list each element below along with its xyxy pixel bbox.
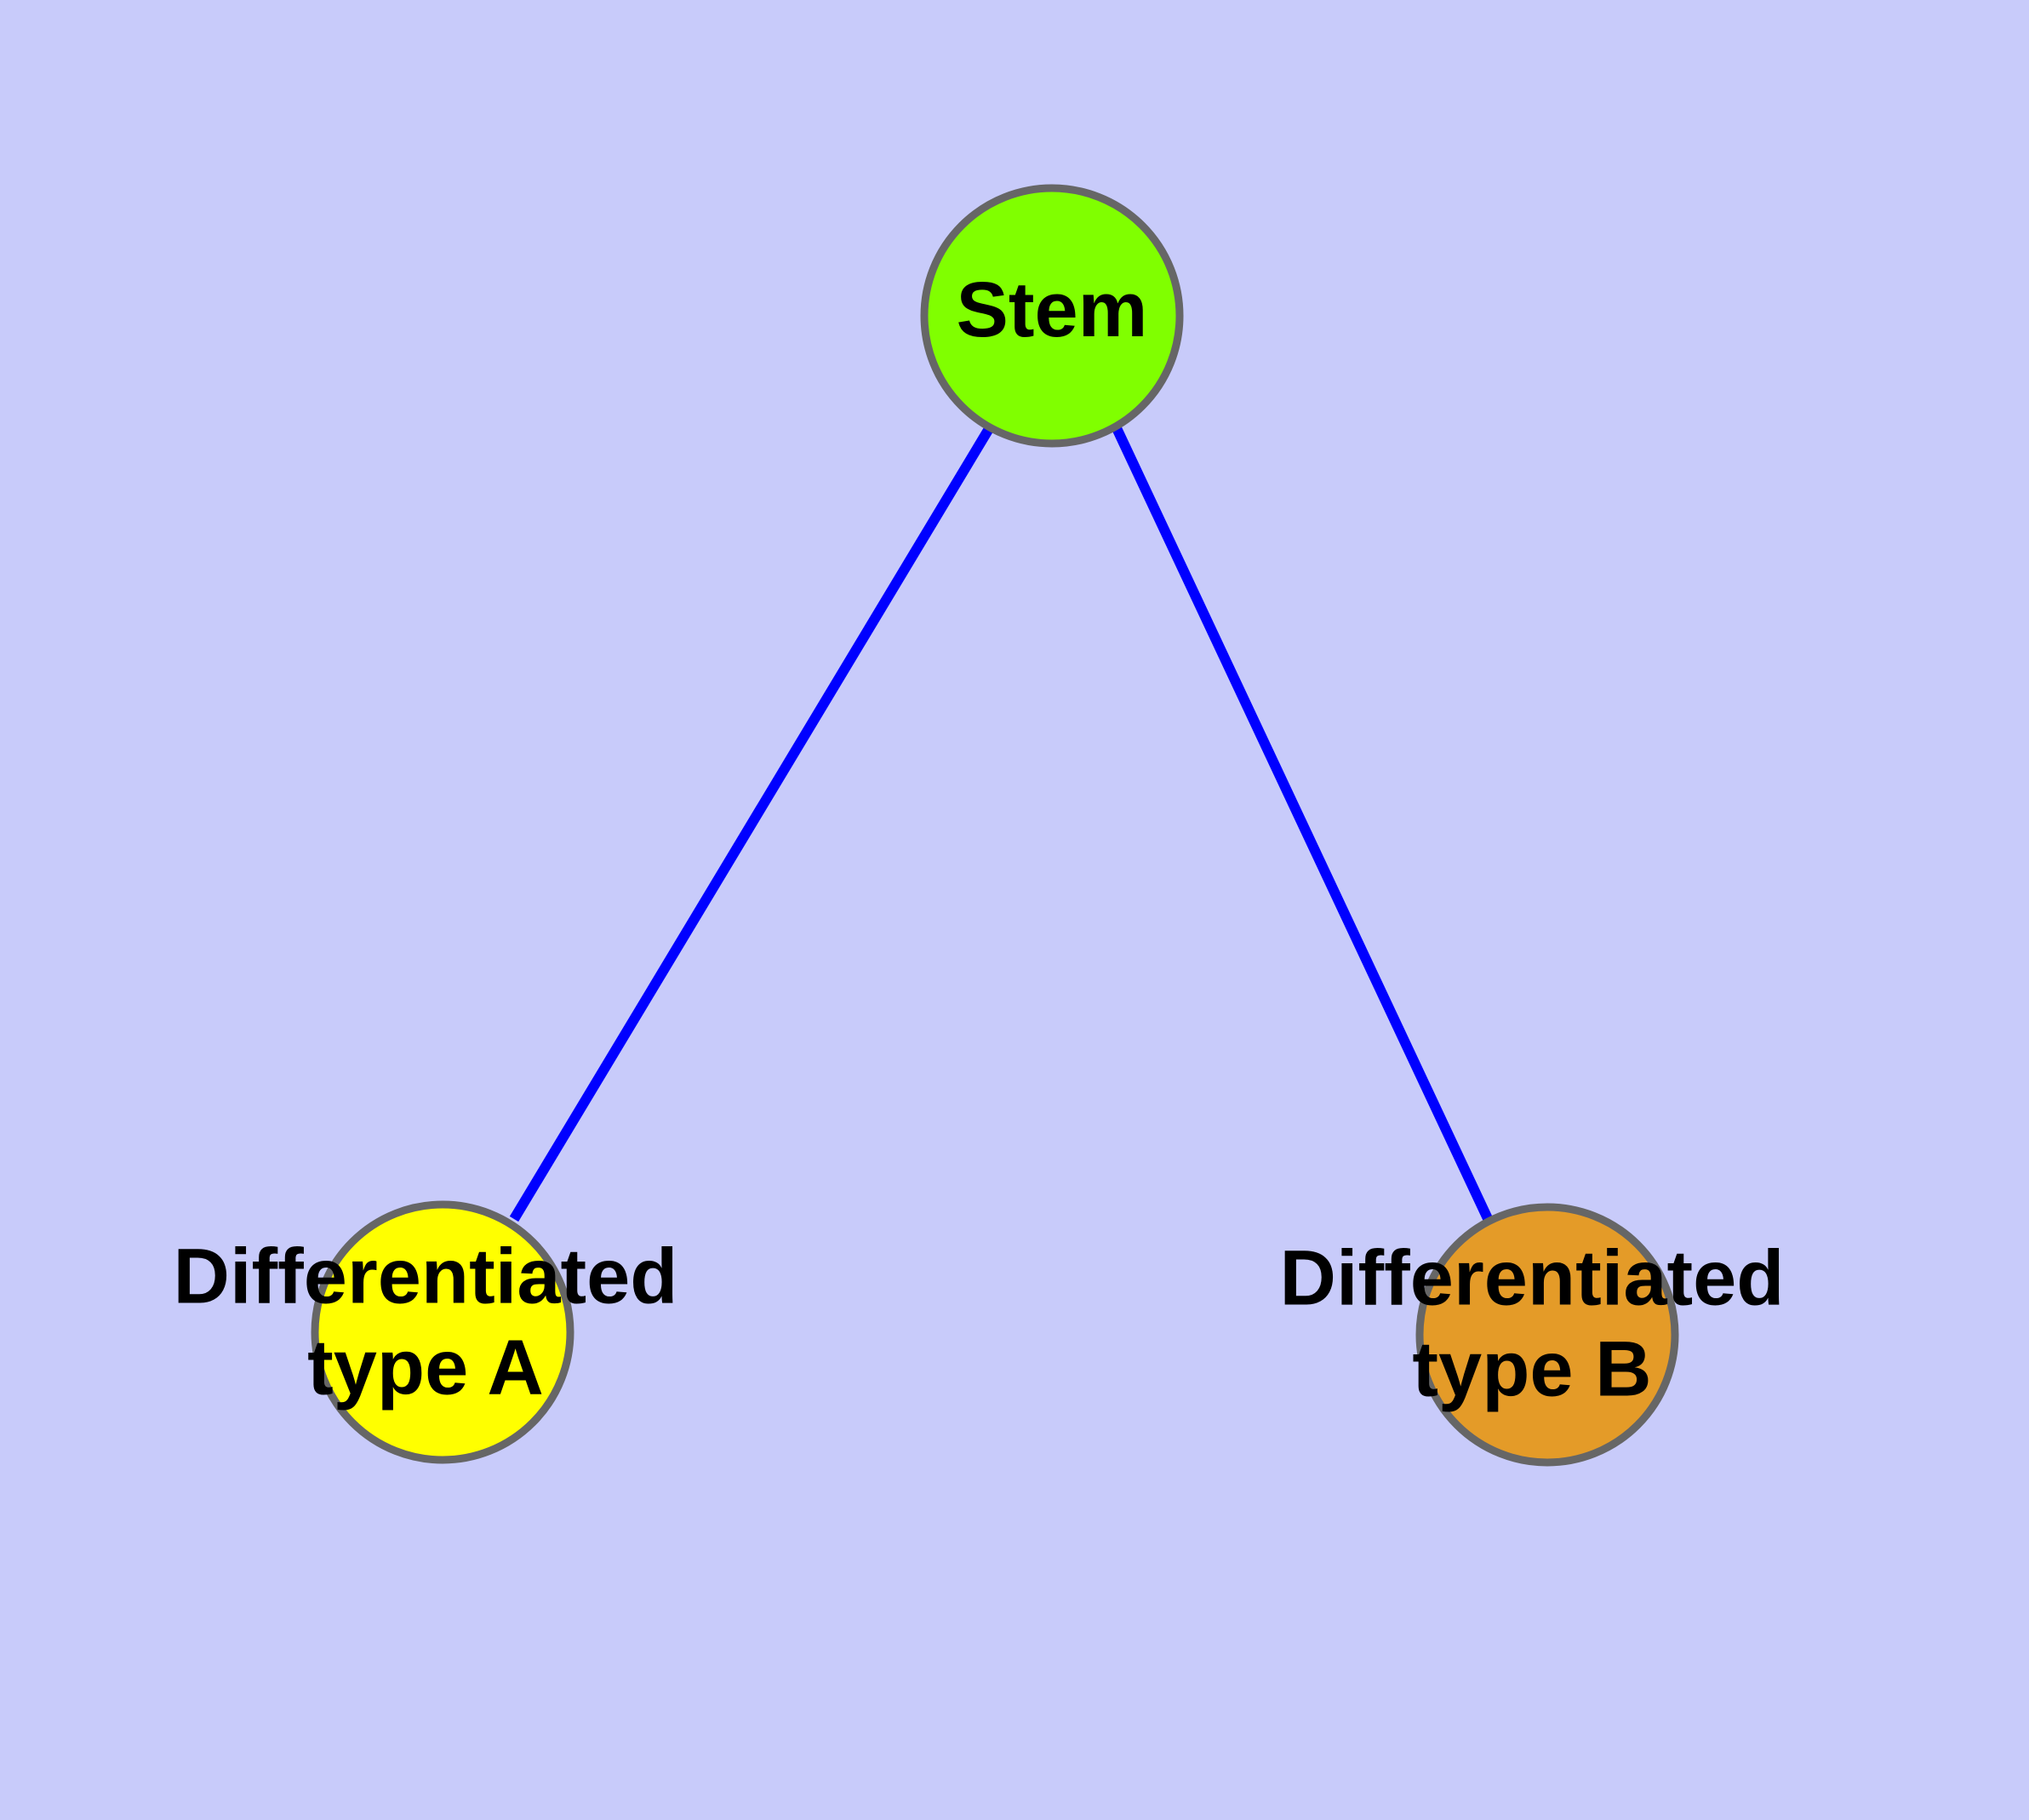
edge-stem-diff-b <box>1112 426 1496 1228</box>
node-diff-b[interactable] <box>1415 1203 1679 1467</box>
edge-stem-diff-a <box>509 424 995 1222</box>
node-stem[interactable] <box>920 184 1184 448</box>
node-label-line: Differentiated <box>1280 1235 1785 1322</box>
edge-layer <box>509 424 1496 1228</box>
node-label-line: type B <box>1412 1326 1651 1413</box>
node-label-line: Stem <box>957 266 1148 353</box>
node-label-line: Differentiated <box>174 1233 678 1320</box>
node-label-line: type A <box>307 1325 544 1411</box>
node-label-stem: Stem <box>957 266 1148 353</box>
node-diff-a[interactable] <box>311 1200 574 1464</box>
node-layer <box>311 184 1679 1467</box>
